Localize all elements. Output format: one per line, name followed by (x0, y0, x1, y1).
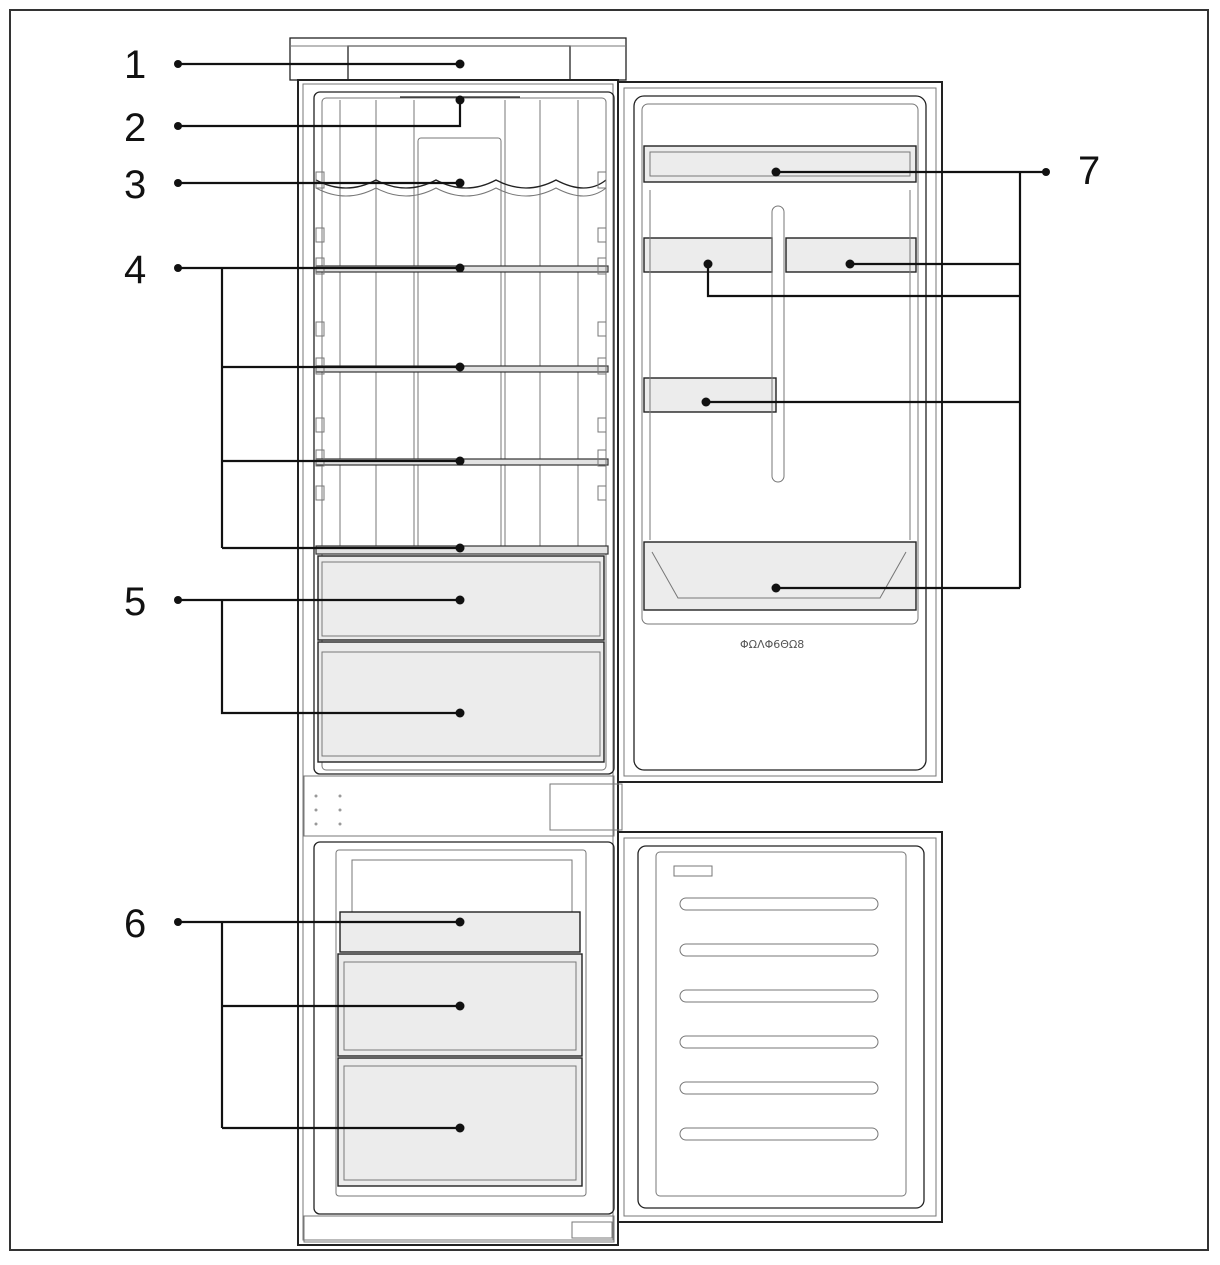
fridge-door (617, 81, 943, 783)
diagram-border (9, 9, 1209, 1251)
callout-2-label: 2 (124, 106, 146, 150)
freezer-door (617, 831, 943, 1223)
callout-3-label: 3 (124, 163, 146, 207)
callout-1-label: 1 (124, 43, 146, 87)
callout-5-label: 5 (124, 580, 146, 624)
callout-7-label: 7 (1078, 149, 1100, 193)
door-logo: ΦΩΛΦ6ΘΩ8 (740, 638, 804, 651)
callout-4-label: 4 (124, 248, 146, 292)
callout-6-label: 6 (124, 902, 146, 946)
fridge-cabinet (289, 37, 627, 1246)
leader-lines (174, 59, 1050, 1133)
